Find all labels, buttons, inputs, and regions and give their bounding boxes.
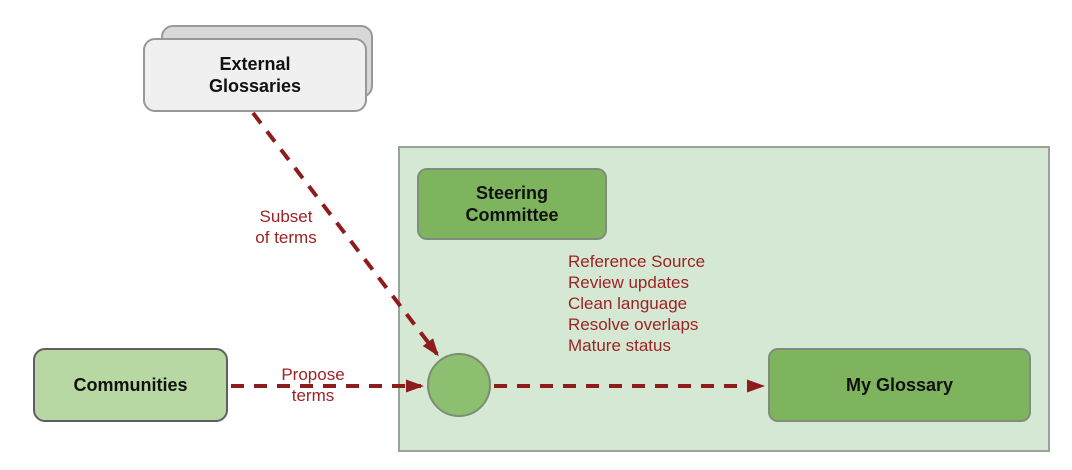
- node-communities: Communities: [33, 348, 228, 422]
- edge-label-governance-activities: Reference Source Review updates Clean la…: [568, 252, 706, 355]
- edge-label-subset-of-terms: Subset of terms: [255, 207, 317, 247]
- node-external-glossaries: External Glossaries: [143, 38, 367, 112]
- communities-label: Communities: [73, 374, 188, 395]
- edge-label-propose-terms: Propose terms: [281, 365, 345, 405]
- my-glossary-label: My Glossary: [845, 374, 954, 395]
- node-hub-circle: [427, 353, 491, 417]
- external-glossaries-label: External Glossaries: [208, 53, 302, 97]
- node-my-glossary: My Glossary: [768, 348, 1031, 422]
- steering-committee-label: Steering Committee: [465, 182, 559, 226]
- node-steering-committee: Steering Committee: [417, 168, 607, 240]
